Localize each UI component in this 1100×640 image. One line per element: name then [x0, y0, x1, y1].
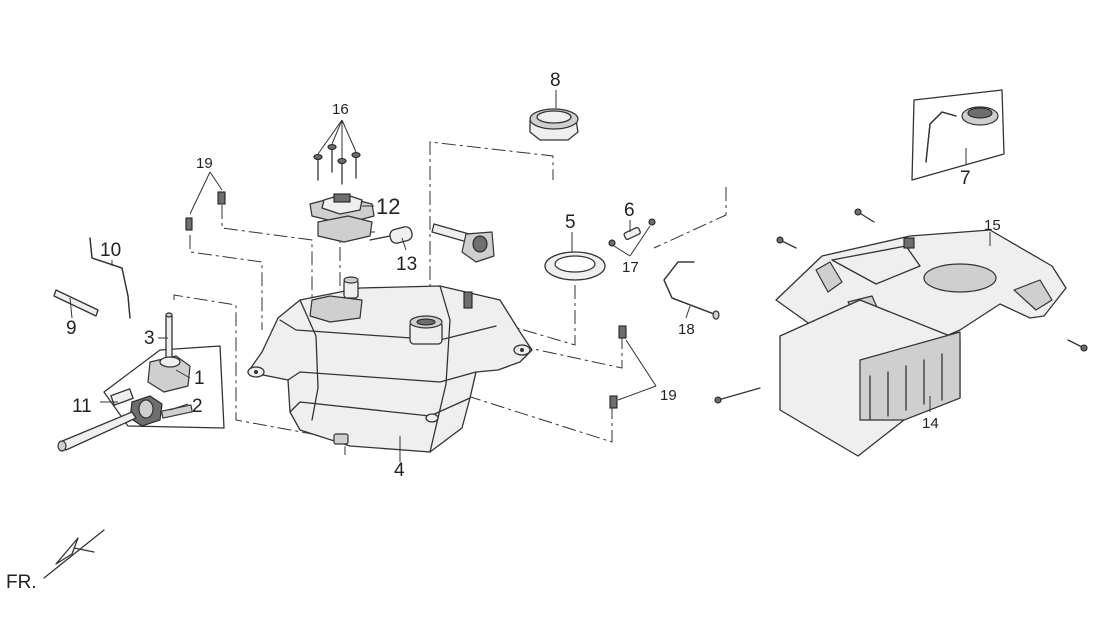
callout-12: 12 [376, 194, 400, 219]
undertray-part-14 [779, 299, 961, 457]
callout-7: 7 [960, 168, 971, 189]
front-direction-arrow: FR. [6, 529, 105, 593]
breather-hose-part-18 [663, 261, 720, 320]
callout-5: 5 [565, 212, 576, 233]
callout-9: 9 [66, 318, 77, 339]
callout-16: 16 [332, 101, 349, 118]
direction-marker-label: FR. [6, 572, 37, 593]
hose-part-9 [53, 289, 99, 317]
leader-lines [69, 90, 991, 462]
callout-8: 8 [550, 70, 561, 91]
callout-2: 2 [192, 396, 203, 417]
callout-13: 13 [396, 254, 417, 275]
pin-part-6 [623, 226, 641, 240]
callout-1: 1 [194, 368, 205, 389]
bolts-part-19 [185, 171, 657, 409]
clips-part-17 [608, 218, 656, 247]
callout-10: 10 [100, 240, 121, 261]
screws-part-16 [313, 119, 361, 185]
fuel-sender-part-12 [309, 193, 375, 243]
callout-15: 15 [984, 217, 1001, 234]
callout-17: 17 [622, 259, 639, 276]
gasket-part-5 [544, 251, 606, 281]
callout-19-upper: 19 [196, 155, 213, 172]
tool-kit-part-7 [911, 89, 1005, 181]
hose-part-10 [89, 237, 131, 319]
callout-4: 4 [394, 460, 405, 481]
cover-screws [714, 208, 1088, 404]
callout-18: 18 [678, 321, 695, 338]
callout-6: 6 [624, 200, 635, 221]
fuel-tank-part-4 [247, 276, 533, 453]
fuel-cock-assembly [57, 312, 225, 452]
fuel-filter-part-13 [369, 226, 413, 244]
rollover-valve [431, 223, 495, 263]
callout-11: 11 [72, 396, 92, 417]
callout-19-lower: 19 [660, 387, 677, 404]
callout-14: 14 [922, 415, 939, 432]
callout-3: 3 [144, 328, 155, 349]
fuel-cap-part-8 [529, 108, 579, 141]
callout-labels: 1 2 3 4 5 6 7 8 9 10 11 12 13 14 15 16 1… [66, 70, 1001, 481]
